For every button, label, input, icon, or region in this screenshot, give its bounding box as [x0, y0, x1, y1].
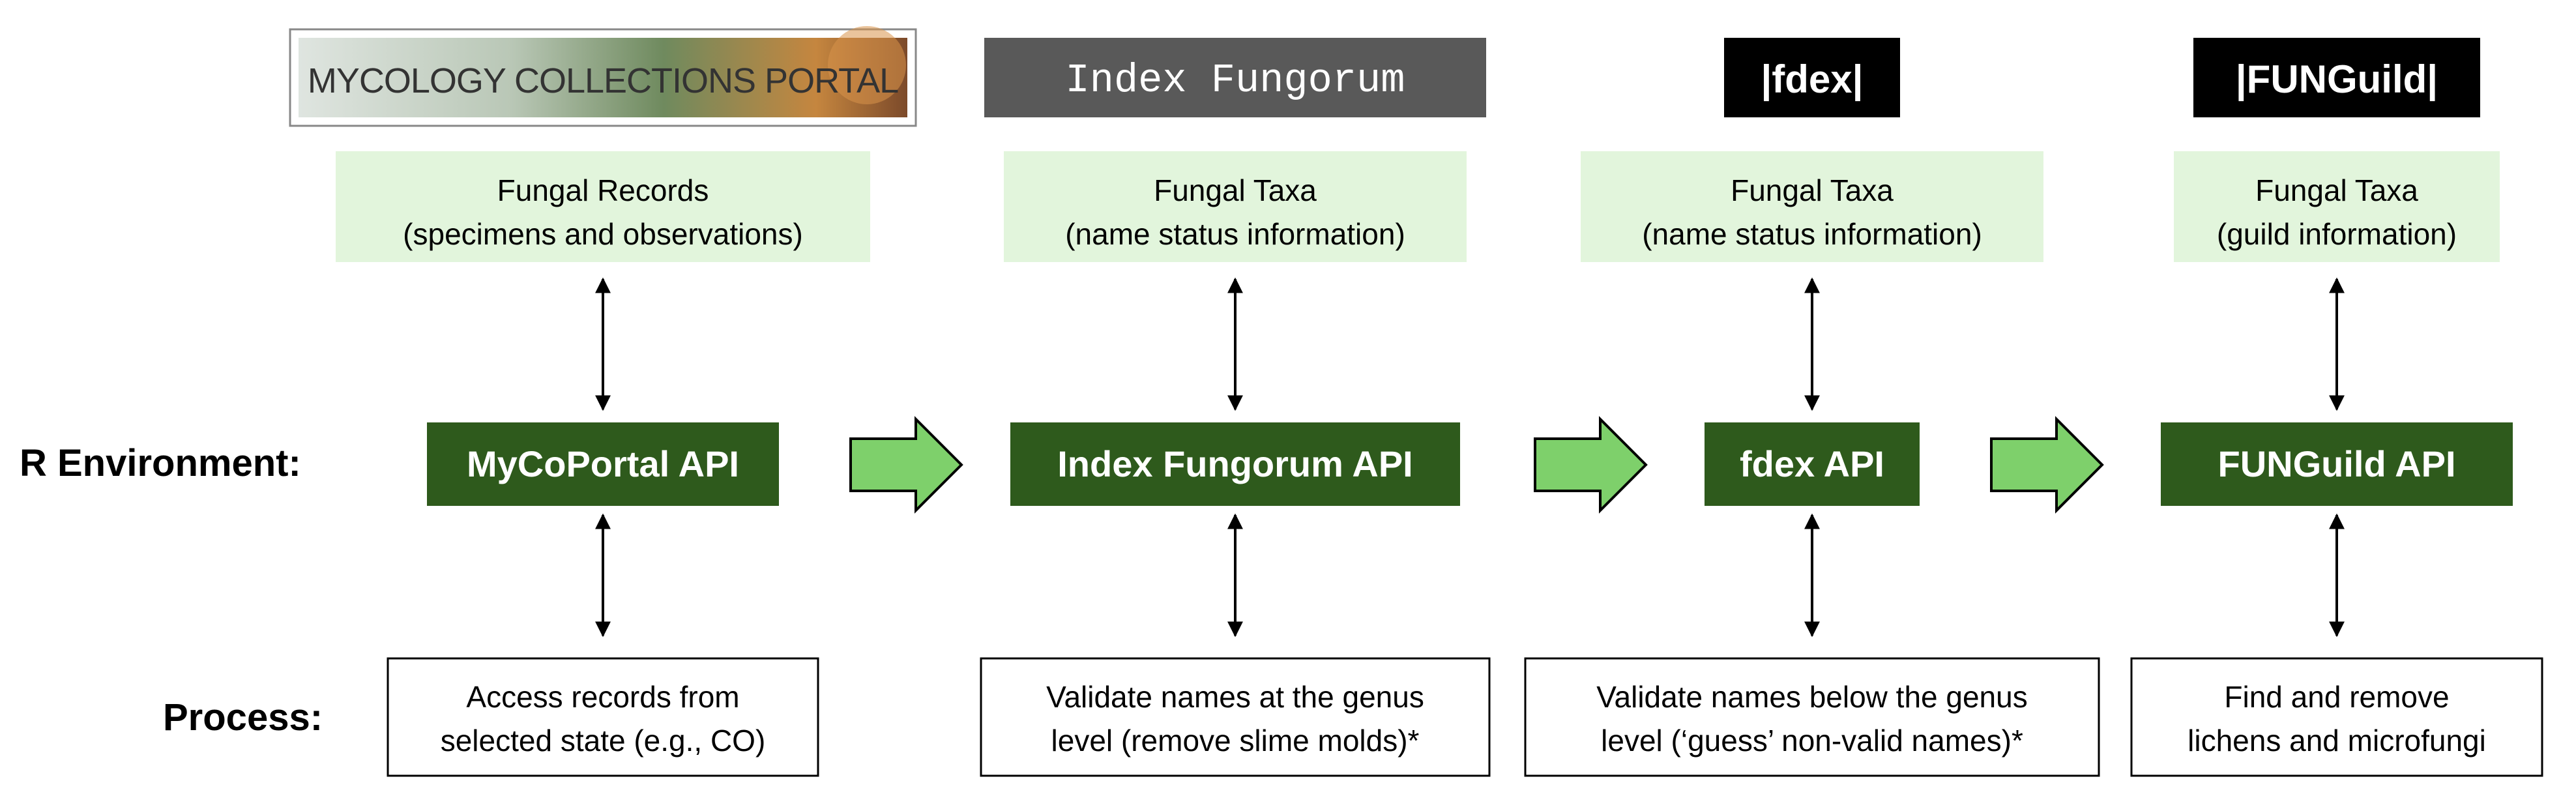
process-box-funguild: Find and remove lichens and microfungi	[2130, 657, 2543, 777]
row-label-r-environment: R Environment:	[20, 442, 301, 484]
api-box-fdex: fdex API	[1705, 422, 1920, 506]
process-box-index-fungorum-line1: Validate names at the genus	[1046, 680, 1424, 714]
flow-arrow-1	[849, 416, 963, 514]
api-box-funguild: FUNGuild API	[2161, 422, 2513, 506]
source-box-fdex-line1: Fungal Taxa	[1731, 173, 1894, 207]
process-box-mycoportal: Access records from selected state (e.g.…	[387, 657, 819, 777]
source-box-funguild-line1: Fungal Taxa	[2255, 173, 2418, 207]
column-mycoportal: MYCOLOGY COLLECTIONS PORTAL Fungal Recor…	[289, 26, 917, 777]
index-fungorum-logo: Index Fungorum	[984, 38, 1486, 117]
api-box-mycoportal-label: MyCoPortal API	[467, 443, 739, 484]
process-box-fdex-line2: level (‘guess’ non-valid names)*	[1601, 724, 2023, 757]
process-box-fdex-line1: Validate names below the genus	[1596, 680, 2027, 714]
api-box-index-fungorum: Index Fungorum API	[1010, 422, 1460, 506]
fdex-logo-text: |fdex|	[1761, 57, 1864, 102]
fdex-logo: |fdex|	[1724, 38, 1900, 117]
process-box-funguild-line2: lichens and microfungi	[2188, 724, 2486, 757]
funguild-logo: |FUNGuild|	[2193, 38, 2480, 117]
process-box-index-fungorum: Validate names at the genus level (remov…	[980, 657, 1491, 777]
column-fdex: |fdex| Fungal Taxa (name status informat…	[1524, 38, 2100, 777]
row-label-process: Process:	[163, 696, 323, 739]
process-box-mycoportal-line2: selected state (e.g., CO)	[441, 724, 766, 757]
api-box-funguild-label: FUNGuild API	[2217, 443, 2455, 484]
mycology-portal-logo: MYCOLOGY COLLECTIONS PORTAL	[289, 26, 917, 127]
flow-arrow-2	[1534, 416, 1648, 514]
api-box-fdex-label: fdex API	[1740, 443, 1884, 484]
process-box-fdex: Validate names below the genus level (‘g…	[1524, 657, 2100, 777]
source-box-index-fungorum: Fungal Taxa (name status information)	[1004, 151, 1467, 262]
process-box-mycoportal-line1: Access records from	[466, 680, 739, 714]
column-index-fungorum: Index Fungorum Fungal Taxa (name status …	[980, 38, 1491, 777]
source-box-fdex: Fungal Taxa (name status information)	[1581, 151, 2043, 262]
source-box-index-fungorum-line1: Fungal Taxa	[1154, 173, 1317, 207]
index-fungorum-logo-text: Index Fungorum	[1066, 57, 1405, 104]
mycology-portal-logo-text: MYCOLOGY COLLECTIONS PORTAL	[308, 61, 898, 100]
source-box-funguild: Fungal Taxa (guild information)	[2174, 151, 2500, 262]
api-box-index-fungorum-label: Index Fungorum API	[1057, 443, 1412, 484]
source-box-funguild-line2: (guild information)	[2217, 217, 2457, 251]
source-box-mycoportal: Fungal Records (specimens and observatio…	[336, 151, 870, 262]
api-box-mycoportal: MyCoPortal API	[427, 422, 779, 506]
process-box-funguild-line1: Find and remove	[2224, 680, 2449, 714]
funguild-logo-text: |FUNGuild|	[2236, 57, 2438, 102]
source-box-mycoportal-line2: (specimens and observations)	[403, 217, 803, 251]
column-funguild: |FUNGuild| Fungal Taxa (guild informatio…	[2130, 38, 2543, 777]
flow-arrow-3	[1990, 416, 2104, 514]
source-box-index-fungorum-line2: (name status information)	[1065, 217, 1405, 251]
process-box-index-fungorum-line2: level (remove slime molds)*	[1051, 724, 1420, 757]
source-box-fdex-line2: (name status information)	[1642, 217, 1982, 251]
source-box-mycoportal-line1: Fungal Records	[497, 173, 709, 207]
